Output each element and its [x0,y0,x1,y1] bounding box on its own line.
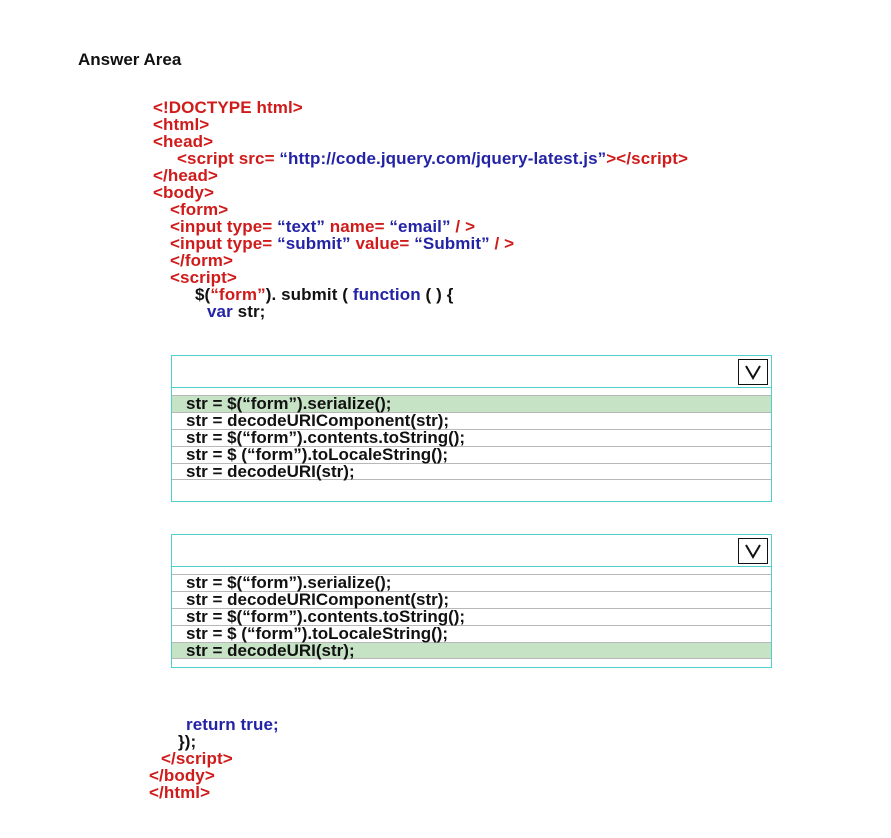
code-token: <form> [170,200,229,219]
code-line: var str; [0,303,688,320]
dropdown-2-options: str = $(“form”).serialize();str = decode… [172,567,771,672]
code-token: </head> [153,166,218,185]
code-token: ></script> [606,149,689,168]
dropdown-1-options: str = $(“form”).serialize();str = decode… [172,388,771,493]
code-token: “text” [277,217,325,236]
code-token: / > [450,217,476,236]
code-line: }); [0,733,279,750]
code-token: <input type= [170,234,278,253]
code-token: ). submit ( [265,285,353,304]
dropdown-2-chevron-down-icon[interactable] [738,538,768,564]
code-token: <!DOCTYPE html> [153,98,303,117]
dropdown-option[interactable]: str = decodeURI(str); [172,463,771,480]
dropdown-option[interactable]: str = decodeURIComponent(str); [172,591,771,608]
code-token: “email” [389,217,451,236]
dropdown-option[interactable]: str = $ (“form”).toLocaleString(); [172,625,771,642]
code-token: “form” [210,285,266,304]
code-token: </body> [149,766,215,785]
code-line: <script> [0,269,688,286]
dropdown-1[interactable]: str = $(“form”).serialize();str = decode… [171,355,772,502]
dropdown-2[interactable]: str = $(“form”).serialize();str = decode… [171,534,772,668]
code-token: return true; [186,715,279,734]
code-token: “submit” [277,234,351,253]
code-token: <script src= [177,149,280,168]
code-line: return true; [0,716,279,733]
code-token: str; [232,302,266,321]
code-line: $(“form”). submit ( function ( ) { [0,286,688,303]
code-line: <html> [0,116,688,133]
code-line: </html> [0,784,279,801]
code-line: <!DOCTYPE html> [0,99,688,116]
code-token: <body> [153,183,215,202]
code-line: </form> [0,252,688,269]
code-token: </script> [161,749,233,768]
dropdown-option[interactable]: str = $ (“form”).toLocaleString(); [172,446,771,463]
code-token: var [207,302,233,321]
dropdown-option[interactable]: str = $(“form”).contents.toString(); [172,429,771,446]
code-line: </head> [0,167,688,184]
code-line: <head> [0,133,688,150]
code-token: </form> [170,251,234,270]
dropdown-option-selected[interactable]: str = decodeURI(str); [172,642,771,659]
code-line: <form> [0,201,688,218]
code-token: “http://code.jquery.com/jquery-latest.js… [279,149,607,168]
code-bottom-block: return true;});</script></body></html> [0,716,279,801]
code-line: <input type= “text” name= “email” / > [0,218,688,235]
code-token: <html> [153,115,210,134]
code-token: / > [489,234,515,253]
dropdown-2-header[interactable] [172,535,771,567]
answer-area-title: Answer Area [78,50,182,69]
code-token: value= [350,234,415,253]
code-token: “Submit” [414,234,490,253]
code-line: </script> [0,750,279,767]
code-top-block: <!DOCTYPE html><html><head><script src= … [0,99,688,320]
code-token: name= [324,217,390,236]
code-line: </body> [0,767,279,784]
dropdown-1-header[interactable] [172,356,771,388]
dropdown-option[interactable]: str = $(“form”).serialize(); [172,574,771,591]
code-line: <script src= “http://code.jquery.com/jqu… [0,150,688,167]
code-token: function [352,285,421,304]
dropdown-option-selected[interactable]: str = $(“form”).serialize(); [172,395,771,412]
code-token: </html> [149,783,211,802]
code-token: }); [178,732,197,751]
code-token: ( ) { [420,285,454,304]
dropdown-option[interactable]: str = $(“form”).contents.toString(); [172,608,771,625]
code-token: <script> [170,268,237,287]
code-token: <input type= [170,217,278,236]
dropdown-1-chevron-down-icon[interactable] [738,359,768,385]
code-line: <input type= “submit” value= “Submit” / … [0,235,688,252]
dropdown-option[interactable]: str = decodeURIComponent(str); [172,412,771,429]
code-line: <body> [0,184,688,201]
code-token: <head> [153,132,214,151]
code-token: $( [195,285,211,304]
